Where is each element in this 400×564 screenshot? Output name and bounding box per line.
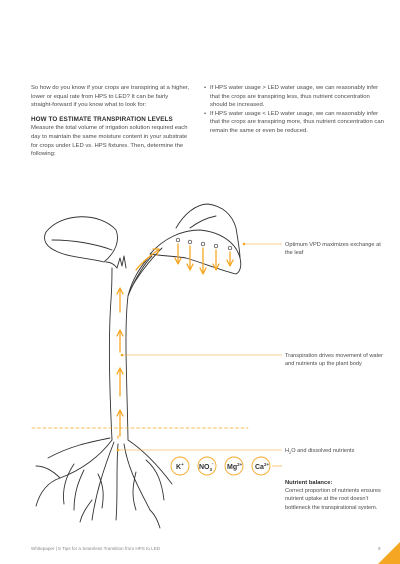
right-petiole-inner [129,247,163,291]
left-leaf-vein [51,239,113,251]
h2o-suffix: O and dissolved nutrients [291,448,355,454]
left-leaf [44,216,118,263]
bullet-marker: • [204,85,207,91]
bullet-text: If HPS water usage < LED water usage, we… [210,110,384,134]
intro-paragraph: So how do you know if your crops are tra… [31,85,190,109]
ion-ca-sup: 2+ [264,462,270,467]
left-text-column: So how do you know if your crops are tra… [31,84,191,159]
vpd-label: Optimum VPD maximizes exchange at the le… [285,242,381,257]
stoma-icon [187,239,193,245]
root [63,463,75,505]
nutrient-ions: K+ NO3- Mg2+ Ca2+ [170,456,271,476]
right-leaf-top [175,203,241,259]
instructions-paragraph: Measure the total volume of irrigation s… [31,125,188,158]
stoma-icon [213,243,219,249]
h2o-subscript: 2 [289,450,292,456]
ion-k-sup: + [181,462,184,467]
section-heading: HOW TO ESTIMATE TRANSPIRATION LEVELS [31,115,173,123]
nutrient-balance-label: Nutrient balance: Correct proportion of … [285,479,385,512]
root [47,437,111,459]
root [132,471,137,511]
arrowhead [186,263,194,271]
root [73,469,85,511]
corner-accent [378,542,400,564]
nutrient-balance-body: Correct proportion of nutrients ensures … [285,488,381,511]
left-petiole [105,261,118,269]
arrowhead [212,263,220,271]
svg-text:K+: K+ [176,462,184,471]
stem-right [125,253,153,441]
arrowhead [116,329,124,337]
ion-no3-sup: - [212,461,214,466]
leader-dot [116,448,120,452]
root [115,443,119,521]
leader-dot [120,353,124,357]
arrowhead [116,287,124,295]
ion-circle-no3 [197,456,217,476]
right-petiole [127,255,153,297]
stoma-icon [175,237,181,243]
root [149,509,161,529]
h2o-label: H2O and dissolved nutrients [285,447,390,457]
root [97,473,104,509]
petiole-flow-arrow [135,249,159,271]
arrowhead [199,267,207,275]
ion-no3-sub: 3 [210,467,213,472]
ion-circle-mg [224,456,244,476]
root [79,499,93,523]
ion-circle-ca [251,456,271,476]
right-leaf [149,229,242,275]
arrowhead [226,259,234,267]
ion-k-base: K [176,464,181,471]
svg-text:NO3-: NO3- [199,461,214,472]
right-text-column: • If HPS water usage > LED water usage, … [204,84,384,136]
arrowhead [116,409,124,417]
ion-mg-base: Mg [227,464,237,471]
ion-ca-base: Ca [255,464,264,471]
svg-text:Ca2+: Ca2+ [255,462,269,471]
ion-no3-base: NO [199,464,210,471]
root [35,439,113,507]
h2o-prefix: H [285,448,290,454]
root [35,465,61,479]
bullet-item: • If HPS water usage < LED water usage, … [204,110,384,136]
stem-left [109,267,113,441]
arrowhead [152,248,160,256]
bullet-text: If HPS water usage > LED water usage, we… [210,85,379,109]
stoma-icon [227,245,233,251]
root [123,443,151,511]
root [145,459,165,501]
transpiration-label: Transpiration drives movement of water a… [285,353,384,368]
stem-buds [116,255,127,269]
leader-dot [242,242,246,246]
right-leaf-vein [189,215,217,229]
arrowhead [174,257,182,265]
arrowhead [116,367,124,375]
page-footer: Whitepaper | 5 Tips for a Seamless Trans… [31,546,161,551]
root [127,439,173,485]
root [91,441,115,521]
svg-text:Mg2+: Mg2+ [227,462,243,471]
ion-mg-sup: 2+ [237,462,243,467]
ion-circle-k [170,456,190,476]
bullet-item: • If HPS water usage > LED water usage, … [204,84,384,110]
bullet-marker: • [204,110,207,117]
nutrient-balance-title: Nutrient balance: [285,480,333,486]
stoma-icon [200,241,206,247]
